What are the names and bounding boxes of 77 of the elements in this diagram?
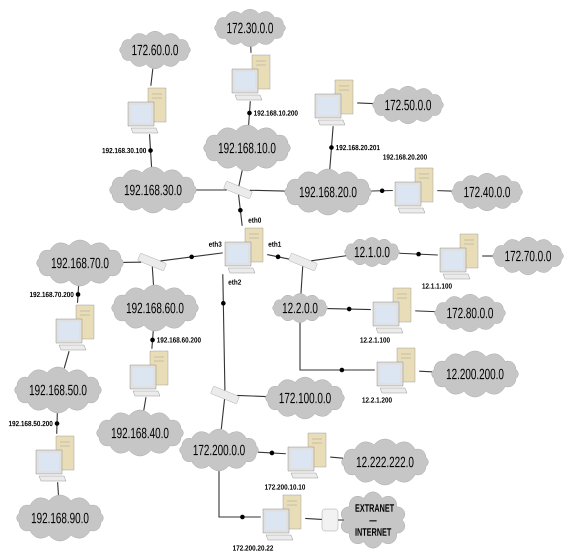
- computer: [130, 350, 168, 396]
- connector-line: [238, 194, 243, 226]
- connector-line: [64, 351, 70, 368]
- connector-line: [258, 452, 286, 454]
- connector-line: [330, 456, 344, 459]
- connector-line: [300, 266, 304, 294]
- connector-line: [57, 482, 59, 495]
- cloud: 192.168.50.0: [14, 366, 102, 414]
- connector-line: [196, 189, 227, 191]
- computer: [36, 436, 74, 482]
- cloud: 192.168.10.0: [203, 124, 291, 172]
- connector-line: [151, 331, 154, 349]
- connector-line: [437, 190, 452, 192]
- network-switch: [224, 181, 252, 199]
- connector-line: [248, 101, 251, 125]
- computer: [372, 288, 412, 334]
- connector-line: [56, 413, 58, 434]
- cloud: 172.40.0.0: [451, 173, 523, 211]
- computer: [394, 168, 434, 214]
- computer: [376, 348, 416, 394]
- computer: [224, 228, 264, 274]
- cloud: 12.200.200.0: [431, 350, 519, 398]
- cloud: EXTRANET — INTERNET: [341, 492, 405, 548]
- connector-line: [267, 254, 289, 260]
- connector-line: [482, 255, 492, 257]
- connector-line: [238, 170, 243, 186]
- cloud: 172.60.0.0: [119, 31, 191, 69]
- network-switch: [210, 386, 240, 404]
- computer: [314, 80, 354, 126]
- connector-line: [152, 266, 154, 285]
- cloud: 12.222.222.0: [341, 438, 429, 486]
- cloud: 172.100.0.0: [265, 376, 345, 420]
- connector-line: [222, 274, 226, 390]
- network-switch: [138, 253, 166, 271]
- cloud: 172.30.0.0: [214, 9, 286, 47]
- cloud: 192.168.20.0: [284, 168, 372, 216]
- cloud: 192.168.70.0: [36, 240, 124, 286]
- computer: [128, 88, 166, 134]
- modem: [322, 508, 338, 532]
- connector-line: [305, 518, 322, 520]
- computer: [440, 234, 478, 280]
- connector-line: [160, 252, 223, 262]
- computer: [56, 304, 94, 350]
- computer: [288, 432, 326, 478]
- connector-line: [76, 286, 80, 303]
- cloud: 172.50.0.0: [372, 86, 444, 124]
- connector-line: [299, 322, 375, 371]
- connector-line: [148, 134, 152, 167]
- cloud: 192.168.60.0: [111, 284, 199, 332]
- connector-line: [311, 255, 346, 262]
- connector-line: [218, 471, 261, 518]
- connector-line: [328, 308, 371, 310]
- connector-line: [150, 68, 154, 86]
- connector-line: [124, 262, 142, 263]
- cloud: 172.70.0.0: [492, 237, 564, 275]
- connector-line: [357, 102, 373, 104]
- cloud: 192.168.30.0: [109, 166, 197, 214]
- network-switch: [288, 253, 318, 271]
- cloud: 12.1.0.0: [344, 237, 400, 267]
- cloud: 192.168.90.0: [16, 494, 104, 542]
- connector-line: [329, 126, 334, 169]
- connector-line: [250, 190, 285, 192]
- cloud: 172.80.0.0: [434, 294, 506, 332]
- connector-line: [415, 310, 435, 312]
- cloud: 172.200.0.0: [179, 428, 259, 472]
- connector-line: [250, 46, 252, 53]
- cloud: 192.168.40.0: [96, 410, 184, 456]
- computer: [232, 54, 270, 100]
- connector-line: [338, 519, 344, 521]
- connector-line: [237, 394, 266, 398]
- connector-line: [419, 370, 432, 372]
- cloud: 12.2.0.0: [272, 293, 328, 323]
- connector-line: [399, 252, 438, 256]
- connector-line: [371, 190, 393, 192]
- computer: [262, 494, 302, 540]
- connector-line: [220, 399, 226, 430]
- connector-line: [143, 397, 147, 410]
